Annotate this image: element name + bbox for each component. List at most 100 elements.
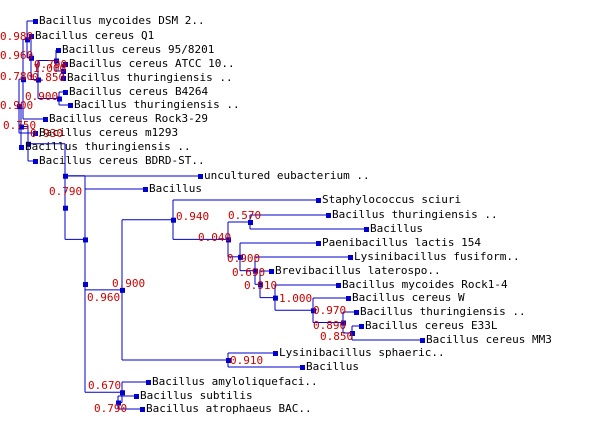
leaf-node-marker: [326, 213, 331, 218]
internal-node-marker: [17, 104, 22, 110]
internal-node-marker: [258, 282, 263, 288]
leaf-label: Brevibacillus laterospo..: [275, 264, 441, 277]
leaf-label: Bacillus mycoides Rock1-4: [342, 278, 508, 291]
leaf-node-marker: [336, 283, 341, 288]
leaf-label: Bacillus cereus E33L: [365, 319, 498, 332]
leaf-node-marker: [19, 145, 24, 150]
internal-node-marker: [120, 390, 125, 396]
leaf-node-marker: [354, 310, 359, 315]
leaf-node-marker: [359, 324, 364, 329]
leaf-label: Bacillus cereus W: [352, 291, 465, 304]
internal-node-marker: [248, 220, 253, 225]
support-value: 0.910: [230, 354, 264, 367]
leaf-label: Bacillus thuringiensis ..: [332, 208, 498, 221]
leaf-node-marker: [269, 269, 274, 274]
leaf-label: Bacillus cereus 95/8201: [62, 43, 215, 56]
support-value: 0.040: [198, 231, 232, 245]
leaf-node-marker: [364, 227, 369, 232]
internal-node-marker: [36, 77, 41, 83]
internal-node-marker: [83, 237, 88, 243]
internal-node-marker: [63, 205, 68, 211]
leaf-label: Bacillus thuringiensis ..: [74, 98, 240, 111]
leaf-node-marker: [63, 90, 68, 95]
leaf-label: Bacillus cereus ATCC 10..: [69, 57, 235, 70]
leaf-node-marker: [273, 351, 278, 356]
internal-node-marker: [116, 400, 121, 406]
internal-node-marker: [120, 287, 125, 293]
leaf-label: Bacillus: [370, 222, 423, 235]
leaf-label: Bacillus thuringiensis ..: [25, 140, 191, 153]
leaf-label: Bacillus: [149, 182, 202, 195]
leaf-node-marker: [29, 34, 34, 39]
internal-node-marker: [29, 55, 34, 61]
internal-node-marker: [238, 254, 243, 260]
leaf-label: Lysinibacillus sphaeric..: [279, 346, 445, 359]
internal-node-marker: [171, 217, 176, 223]
leaf-node-marker: [43, 117, 48, 122]
support-value: 0.850: [320, 330, 354, 343]
internal-node-marker: [54, 58, 59, 64]
leaf-label: Bacillus cereus MM3: [426, 333, 552, 346]
leaf-node-marker: [33, 19, 38, 24]
internal-node-marker: [19, 124, 24, 130]
leaf-node-marker: [316, 241, 321, 246]
support-value: 0.670: [88, 379, 122, 393]
leaf-label: Bacillus atrophaeus BAC..: [146, 402, 312, 415]
leaf-label: Bacillus cereus B4264: [69, 85, 209, 98]
leaf-label: uncultured eubacterium ..: [204, 169, 370, 182]
leaf-node-marker: [420, 338, 425, 343]
support-value: 0.570: [228, 209, 262, 222]
support-value: 0.790: [49, 184, 83, 198]
leaf-node-marker: [134, 394, 139, 399]
internal-node-marker: [21, 77, 26, 83]
leaf-node-marker: [143, 187, 148, 192]
leaf-label: Bacillus thuringiensis ..: [67, 71, 233, 84]
internal-node-marker: [341, 320, 346, 326]
leaf-node-marker: [146, 380, 151, 385]
support-value: 0.900: [0, 99, 34, 113]
internal-node-marker: [26, 141, 31, 147]
leaf-label: Lysinibacillus fusiform..: [354, 250, 520, 263]
support-value: 1.000: [279, 291, 313, 305]
internal-node-marker: [226, 237, 231, 243]
leaf-label: Bacillus cereus Q1: [35, 29, 155, 42]
support-value: 0.900: [25, 89, 59, 103]
leaf-node-marker: [63, 62, 68, 67]
support-value: 0.890: [313, 318, 347, 332]
leaf-label: Bacillus: [306, 360, 359, 373]
support-value: 1.000: [33, 62, 67, 75]
internal-node-marker: [311, 308, 316, 314]
leaf-label: Bacillus cereus BDRD-ST..: [39, 154, 205, 167]
support-value: 0.960: [87, 290, 121, 304]
support-value: 0.940: [176, 209, 210, 223]
internal-node-marker: [83, 281, 88, 287]
internal-node-marker: [226, 358, 231, 363]
support-value: 0.980: [0, 30, 34, 44]
support-value: 0.790: [34, 57, 68, 71]
leaf-label: Bacillus mycoides DSM 2..: [39, 14, 205, 27]
leaf-label: Staphylococcus sciuri: [322, 193, 462, 206]
support-value: 0.930: [30, 126, 64, 140]
support-value: 0.900: [227, 251, 261, 265]
leaf-node-marker: [56, 48, 61, 53]
leaf-node-marker: [346, 296, 351, 301]
leaf-node-marker: [348, 255, 353, 260]
leaf-node-marker: [198, 174, 203, 179]
internal-node-marker: [350, 331, 355, 336]
internal-node-marker: [57, 96, 62, 102]
support-value: 0.750: [3, 118, 37, 132]
leaf-node-marker: [33, 159, 38, 164]
leaf-label: Bacillus subtilis: [140, 389, 253, 402]
leaf-node-marker: [140, 407, 145, 412]
leaf-node-marker: [316, 198, 321, 203]
support-value: 0.690: [232, 265, 266, 279]
support-value: 0.970: [313, 304, 347, 318]
leaf-node-marker: [61, 76, 66, 81]
support-value: 0.790: [94, 401, 128, 415]
leaf-label: Bacillus cereus Rock3-29: [49, 112, 208, 125]
internal-node-marker: [253, 268, 258, 274]
internal-node-marker: [61, 69, 66, 74]
leaf-label: Paenibacillus lactis 154: [322, 236, 481, 249]
internal-node-marker: [63, 173, 68, 179]
